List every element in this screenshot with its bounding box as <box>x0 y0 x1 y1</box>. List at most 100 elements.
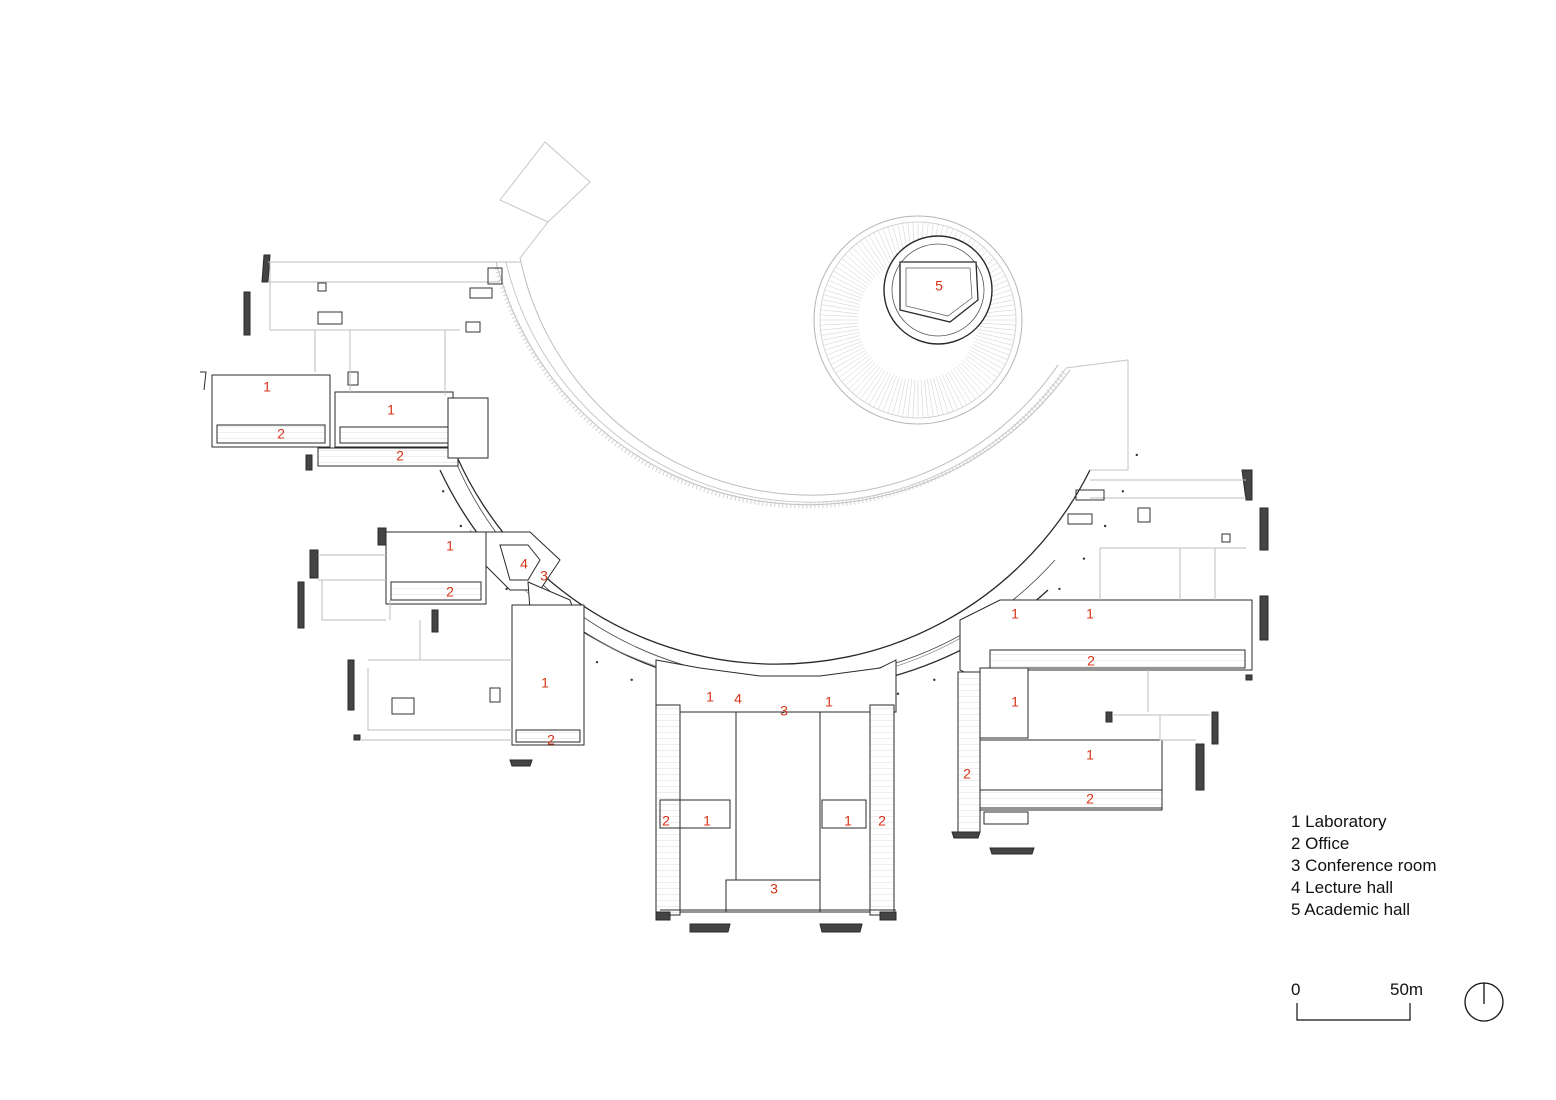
room-label-office: 2 <box>446 584 454 600</box>
column-marker <box>630 678 633 682</box>
hall-seating-line <box>828 279 864 296</box>
academic-hall <box>813 215 1023 425</box>
hall-seating-line <box>977 329 1015 336</box>
hall-seating-line <box>939 375 954 412</box>
hall-seating-line <box>823 335 861 346</box>
hall-seating-line <box>969 349 1003 370</box>
hall-seating-line <box>830 275 865 293</box>
hall-seating-line <box>933 377 944 415</box>
hall-seating-line <box>897 378 906 416</box>
column-marker <box>896 692 900 695</box>
room-label-office: 2 <box>1086 791 1094 807</box>
column-marker <box>595 660 599 664</box>
scale-end-label: 50m <box>1390 980 1424 999</box>
room-label-office: 2 <box>1087 653 1095 669</box>
room-label-laboratory: 1 <box>446 538 454 554</box>
hall-seating-line <box>892 377 903 415</box>
room-label-lecture-hall: 4 <box>520 556 528 572</box>
column-marker <box>933 678 936 682</box>
hall-seating-line <box>820 314 859 318</box>
hall-seating-line <box>957 364 984 393</box>
hall-seating-line <box>841 258 872 283</box>
hall-seating-line <box>945 373 963 408</box>
hall-seating-line <box>972 344 1008 361</box>
room-label-conference-room: 3 <box>540 568 548 584</box>
terrace-east <box>1067 479 1246 741</box>
room-label-office: 2 <box>662 813 670 829</box>
hall-seating-line <box>822 299 860 308</box>
hall-seating-line <box>877 230 894 266</box>
wing-west <box>297 527 585 767</box>
hall-seating-line <box>826 284 863 299</box>
legend-item-lecture-hall: 4 Lecture hall <box>1291 878 1394 897</box>
hall-seating-line <box>971 347 1006 365</box>
room-label-laboratory: 1 <box>1011 694 1019 710</box>
room-label-laboratory: 1 <box>541 675 549 691</box>
hall-seating-line <box>823 294 861 305</box>
hall-seating-line <box>822 332 860 341</box>
room-label-office: 2 <box>396 448 404 464</box>
column-marker <box>1121 490 1125 493</box>
hall-seating-line <box>835 266 868 288</box>
legend-item-laboratory: 1 Laboratory <box>1291 812 1387 831</box>
room-label-laboratory: 1 <box>825 694 833 710</box>
hall-seating-line <box>950 370 972 403</box>
hall-seating-line <box>942 374 959 410</box>
hall-seating-line <box>882 375 897 412</box>
hall-seating-line <box>860 240 883 272</box>
terrace-west <box>318 554 512 741</box>
hall-seating-line <box>833 349 867 370</box>
hall-seating-line <box>868 371 889 405</box>
hall-seating-line <box>947 371 968 405</box>
hall-seating-line <box>824 338 862 351</box>
hall-seating-line <box>976 332 1014 341</box>
room-label-office: 2 <box>963 766 971 782</box>
hall-seating-line <box>838 262 870 285</box>
hall-seating-line <box>977 322 1016 326</box>
hall-seating-line <box>828 344 864 361</box>
room-label-laboratory: 1 <box>263 379 271 395</box>
hall-seating-line <box>852 364 879 393</box>
column-marker <box>1082 557 1086 560</box>
room-label-office: 2 <box>547 732 555 748</box>
hall-seating-line <box>912 379 916 418</box>
hall-seating-line <box>838 355 870 378</box>
column-marker <box>459 524 463 528</box>
column-marker <box>1058 587 1061 591</box>
scale-start-label: 0 <box>1291 980 1301 999</box>
hall-seating-line <box>968 352 1001 374</box>
hall-seating-line <box>860 368 883 400</box>
hall-seating-line <box>873 232 891 267</box>
hall-seating-line <box>974 338 1012 351</box>
hall-seating-line <box>962 359 991 386</box>
hall-seating-line <box>820 326 859 331</box>
room-label-lecture-hall: 4 <box>734 691 742 707</box>
hall-seating-line <box>845 359 874 386</box>
room-label-office: 2 <box>277 426 285 442</box>
hall-seating-line <box>964 357 995 382</box>
wing-south <box>655 659 897 933</box>
room-label-laboratory: 1 <box>1086 747 1094 763</box>
legend-item-conference-room: 3 Conference room <box>1291 856 1437 875</box>
hall-seating-line <box>920 379 924 418</box>
room-label-laboratory: 1 <box>1086 606 1094 622</box>
hall-seating-line <box>821 329 859 336</box>
hall-seating-line <box>924 379 929 418</box>
hall-seating-line <box>927 379 934 417</box>
hall-seating-line <box>887 376 900 414</box>
hall-seating-line <box>873 373 891 408</box>
hall-seating-line <box>856 366 881 397</box>
hall-seating-line <box>955 366 980 397</box>
legend: 1 Laboratory 2 Office 3 Conference room … <box>1291 811 1437 921</box>
room-label-conference-room: 3 <box>780 703 788 719</box>
hall-seating-line <box>852 247 879 276</box>
terrace-northwest <box>268 261 520 395</box>
hall-seating-line <box>826 341 863 356</box>
hall-seating-line <box>821 304 859 311</box>
hall-seating-line <box>845 254 874 281</box>
hall-seating-line <box>973 341 1010 356</box>
north-arrow-icon <box>1464 982 1504 1022</box>
room-label-laboratory: 1 <box>703 813 711 829</box>
scale-bar <box>1296 1003 1411 1021</box>
